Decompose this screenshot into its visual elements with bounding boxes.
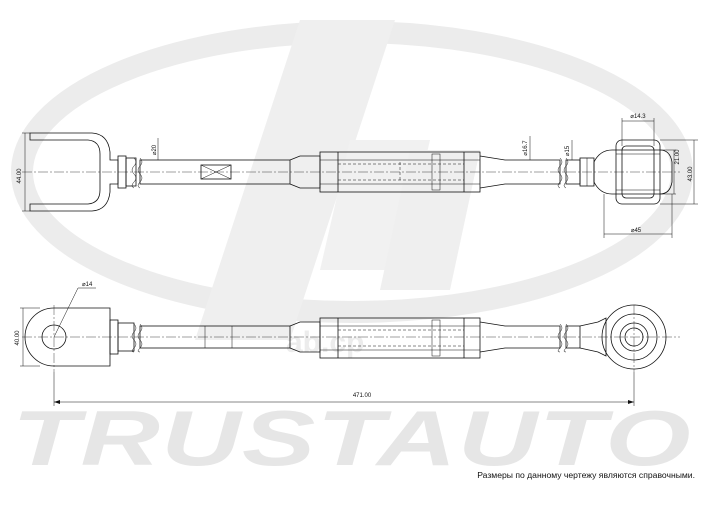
dim-rod-dia-15: ⌀15 bbox=[565, 145, 571, 156]
fork-end bbox=[29, 132, 119, 212]
dim-rod-dia-20: ⌀20 bbox=[152, 144, 158, 155]
brand-logo-watermark: ab.cp TRUSTAUTO bbox=[11, 20, 693, 482]
top-view bbox=[22, 132, 680, 212]
watermark-middle-text: ab.cp bbox=[286, 326, 364, 359]
dim-bush-height-21: 21.00 bbox=[675, 149, 681, 165]
side-view bbox=[22, 304, 680, 372]
dim-top-height: 44.00 bbox=[17, 168, 23, 184]
dim-overall-length: 471.00 bbox=[353, 393, 372, 399]
bushing-eye-side bbox=[601, 304, 667, 370]
top-view-dimensions: 44.00 ⌀20 ⌀16.7 ⌀15 ⌀14.3 21.00 43.00 ⌀4… bbox=[17, 114, 698, 238]
adjusting-sleeve bbox=[319, 151, 481, 193]
dim-rod-dia-16-7: ⌀16.7 bbox=[523, 140, 529, 156]
dim-bush-height-43: 43.00 bbox=[688, 166, 694, 182]
flat-eye-end bbox=[24, 307, 111, 367]
dim-hole-dia-14: ⌀14 bbox=[82, 282, 93, 288]
dim-bush-dia-14-3: ⌀14.3 bbox=[630, 114, 646, 120]
bushing-eye-top bbox=[593, 149, 673, 195]
side-view-dimensions: 40.00 ⌀14 471.00 bbox=[15, 282, 635, 406]
dim-bush-width-45: ⌀45 bbox=[631, 228, 642, 234]
watermark-brand-text: TRUSTAUTO bbox=[12, 394, 692, 482]
reference-note: Размеры по данному чертежу являются спра… bbox=[477, 470, 695, 480]
dim-bottom-height: 40.00 bbox=[15, 330, 21, 346]
adjusting-sleeve-side bbox=[319, 317, 481, 359]
